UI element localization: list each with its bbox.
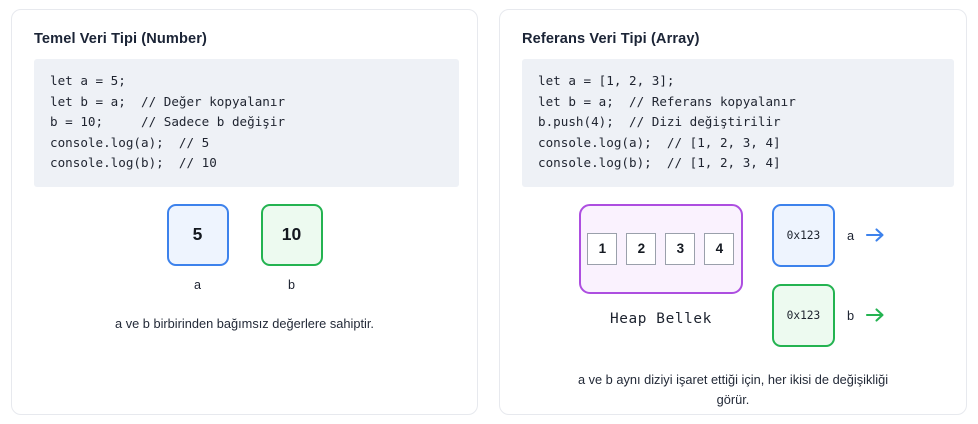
- heap-memory-label: Heap Bellek: [609, 310, 712, 327]
- heap-memory-box: 1 2 3 4: [578, 203, 743, 294]
- pointer-a-address-box: 0x123: [771, 203, 835, 267]
- pointer-group: 0x123 a 0x123 b: [771, 203, 887, 347]
- arrow-right-icon: [865, 307, 887, 323]
- panel-caption-primitive: a ve b birbirinden bağımsız değerlere sa…: [115, 315, 374, 331]
- heap-cell: 1: [587, 232, 618, 265]
- pointer-b-address-box: 0x123: [771, 283, 835, 347]
- panel-primitive-type: Temel Veri Tipi (Number) let a = 5; let …: [11, 9, 478, 415]
- variable-a-group: 5 a: [166, 203, 229, 292]
- pointer-row-b: 0x123 b: [771, 283, 887, 347]
- heap-cell: 4: [704, 232, 735, 265]
- pointer-a-label: a: [846, 227, 855, 243]
- variable-a-value-box: 5: [166, 203, 229, 266]
- heap-cell: 3: [665, 232, 696, 265]
- variable-b-group: 10 b: [260, 203, 323, 292]
- pointer-b-label: b: [846, 307, 855, 323]
- heap-cell: 2: [626, 232, 657, 265]
- variable-b-value-box: 10: [260, 203, 323, 266]
- panel-title: Temel Veri Tipi (Number): [34, 31, 207, 47]
- panel-caption-reference: a ve b aynı diziyi işaret ettiği için, h…: [577, 371, 889, 407]
- variable-b-label: b: [287, 277, 295, 292]
- primitive-variables-diagram: 5 a 10 b: [24, 203, 465, 292]
- code-block-primitive: let a = 5; let b = a; // Değer kopyalanı…: [34, 59, 459, 187]
- reference-memory-diagram: 1 2 3 4 Heap Bellek 0x123 a: [512, 203, 954, 347]
- heap-group: 1 2 3 4 Heap Bellek: [578, 203, 743, 327]
- arrow-right-icon: [865, 227, 887, 243]
- code-block-reference: let a = [1, 2, 3]; let b = a; // Referan…: [522, 59, 954, 187]
- panel-reference-type: Referans Veri Tipi (Array) let a = [1, 2…: [499, 9, 967, 415]
- panel-title: Referans Veri Tipi (Array): [522, 31, 700, 47]
- pointer-row-a: 0x123 a: [771, 203, 887, 267]
- variable-a-label: a: [193, 277, 201, 292]
